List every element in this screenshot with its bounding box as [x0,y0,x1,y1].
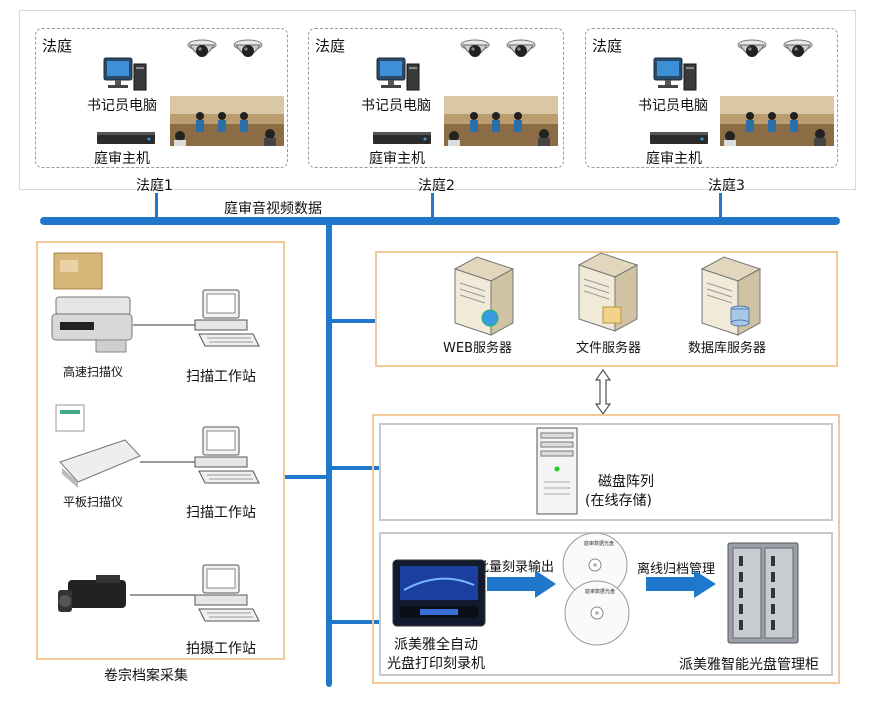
collection-title: 卷宗档案采集 [104,668,188,684]
disk-array-label-1: 磁盘阵列 [598,474,654,490]
courtroom-box-3 [585,28,838,168]
branch-collection [285,475,329,479]
server-label-web: WEB服务器 [443,341,512,356]
device-label-2: 平板扫描仪 [63,495,124,509]
folder-icon [602,306,622,324]
disc-cabinet-icon [727,542,799,644]
courtroom-caption-3: 法庭3 [708,178,745,194]
flatbed-scanner-icon [55,404,141,488]
burner-label-1: 派美雅全自动 [394,637,478,653]
trial-host-label-2: 庭审主机 [369,151,425,167]
station-label-2: 扫描工作站 [186,505,256,521]
database-icon [730,305,750,327]
courtroom-heading-3: 法庭 [592,37,623,55]
clerk-pc-label-3: 书记员电脑 [638,98,708,114]
branch-disk-array [329,466,379,470]
servers-panel [375,251,838,367]
vertical-trunk [326,221,332,687]
courtroom-box-2 [308,28,564,168]
trial-host-label-1: 庭审主机 [94,151,150,167]
storage-panel [372,414,840,684]
branch-servers [329,319,375,323]
disc-icon-2: 庭审数据光盘 [564,580,630,646]
batch-burn-label: 批量刻录输出 [476,560,555,575]
clerk-pc-label-2: 书记员电脑 [361,98,431,114]
device-label-1: 高速扫描仪 [63,365,124,379]
burner-label-2: 光盘打印刻录机 [387,656,485,672]
batch-burn-arrow-icon [487,570,556,598]
courtroom-frame [19,10,856,190]
globe-icon [481,309,499,327]
main-data-bus [40,217,840,225]
offline-archive-arrow-icon [646,570,716,598]
disk-array-icon [536,427,578,515]
trial-host-label-3: 庭审主机 [646,151,702,167]
disc-burner-icon [392,559,486,627]
courtroom-caption-1: 法庭1 [136,178,173,194]
cabinet-label: 派美雅智能光盘管理柜 [679,657,819,673]
branch-burner [329,620,379,624]
collection-icons [51,252,260,622]
archive-box [379,532,833,676]
server-label-file: 文件服务器 [576,341,642,356]
bus-drop-1 [155,193,158,219]
disc-title-2: 庭审数据光盘 [585,588,615,595]
disc-icon-1: 庭审数据光盘 [562,532,628,598]
bus-drop-3 [719,193,722,219]
bus-label: 庭审音视频数据 [224,201,322,217]
camcorder-icon [58,575,126,612]
courtroom-box-1 [35,28,288,168]
station-label-1: 扫描工作站 [186,369,256,385]
disk-array-box [379,423,833,521]
server-label-db: 数据库服务器 [688,341,767,356]
disk-array-label-2: (在线存储) [585,493,652,509]
collection-panel [36,241,285,660]
disc-title-1: 庭审数据光盘 [584,540,614,547]
station-label-3: 拍摄工作站 [186,641,256,657]
bus-drop-2 [431,193,434,219]
high-speed-scanner-icon [51,296,133,353]
courtroom-caption-2: 法庭2 [418,178,455,194]
courtroom-heading-1: 法庭 [42,37,73,55]
courtroom-heading-2: 法庭 [315,37,346,55]
clerk-pc-label-1: 书记员电脑 [87,98,157,114]
